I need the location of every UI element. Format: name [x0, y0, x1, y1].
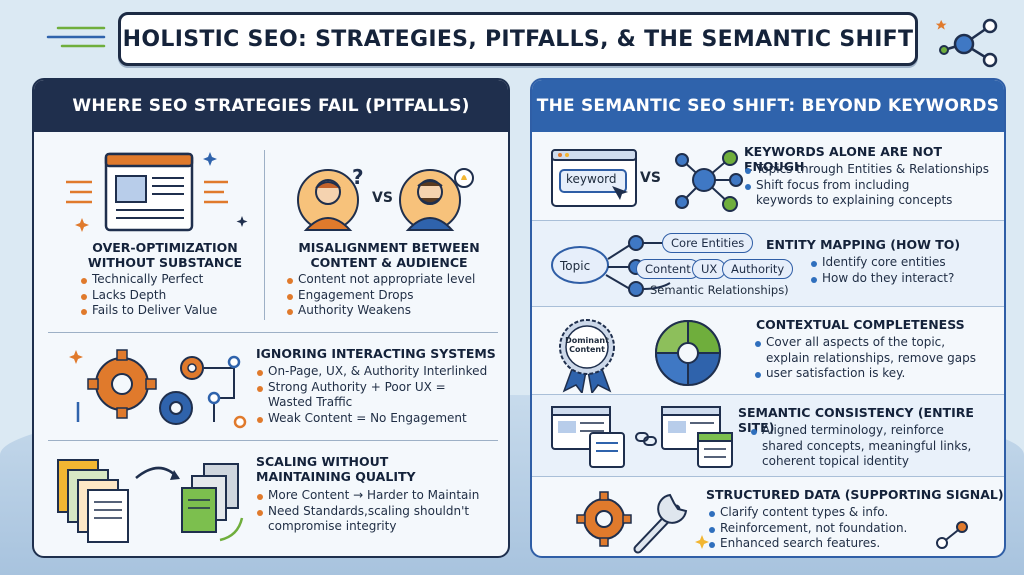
consistency-title: SEMANTIC CONSISTENCY (ENTIRE SITE) — [738, 405, 974, 435]
list-item: Content not appropriate level — [286, 272, 475, 288]
list-item: keywords to explaining concepts — [756, 193, 953, 208]
list-item: Wasted Traffic — [268, 395, 353, 410]
entity-title: ENTITY MAPPING (HOW TO) — [766, 237, 961, 252]
list-item: compromise integrity — [268, 519, 397, 534]
list-item: Reinforcement, not foundation. — [708, 521, 907, 537]
documents-illustration — [57, 459, 244, 543]
keywords-bullets: Topics through Entities & Relationships … — [744, 162, 989, 209]
badge-puzzle-illustration — [559, 319, 722, 393]
list-item: Topics through Entities & Relationships — [744, 162, 989, 178]
network-icon — [935, 18, 998, 68]
systems-title: IGNORING INTERACTING SYSTEMS — [256, 346, 496, 361]
misalignment-bullets: Content not appropriate level Engagement… — [286, 272, 475, 319]
list-item: Weak Content = No Engagement — [256, 411, 487, 427]
list-item: More Content → Harder to Maintain — [256, 488, 479, 504]
badge-text-2: Content — [569, 344, 605, 354]
list-item: Engagement Drops — [286, 288, 475, 304]
structured-title: STRUCTURED DATA (SUPPORTING SIGNAL) — [706, 487, 1004, 502]
list-item: Technically Perfect — [80, 272, 217, 288]
pitfalls-heading: WHERE SEO STRATEGIES FAIL (PITFALLS) — [34, 80, 508, 132]
vs-label: VS — [372, 190, 393, 206]
keyword-search-text: keyword — [566, 172, 617, 186]
list-item: On-Page, UX, & Authority Interlinked — [256, 364, 487, 380]
main-title-box: HOLISTIC SEO: STRATEGIES, PITFALLS, & TH… — [118, 12, 918, 66]
divider — [264, 150, 265, 320]
scaling-title-2: MAINTAINING QUALITY — [256, 469, 416, 484]
gear-wrench-illustration — [576, 491, 709, 554]
authority-pill: Authority — [722, 259, 794, 279]
semantic-relationships-label: Semantic Relationships) — [650, 283, 789, 297]
misalignment-title-1: MISALIGNMENT BETWEEN — [298, 240, 480, 255]
vs-label: VS — [640, 170, 661, 186]
badge-text-1: Dominant — [565, 336, 609, 345]
structured-row: STRUCTURED DATA (SUPPORTING SIGNAL) Clar… — [532, 476, 1004, 556]
web-page-illustration — [66, 152, 248, 232]
list-item: Strong Authority + Poor UX = — [256, 380, 487, 396]
list-item: coherent topical identity — [762, 454, 909, 469]
content-pill: Content — [636, 259, 700, 279]
gears-illustration — [69, 349, 247, 429]
svg-text:?: ? — [352, 165, 364, 189]
list-item: user satisfaction is key. — [754, 366, 976, 382]
list-item: Clarify content types & info. — [708, 505, 907, 521]
linked-pages-illustration — [551, 406, 733, 468]
entity-bullets: Identify core entities How do they inter… — [810, 255, 954, 286]
list-item: Authority Weakens — [286, 303, 475, 319]
node-link-icon — [936, 521, 968, 549]
list-item: How do they interact? — [810, 271, 954, 287]
keywords-row: keyword VS KEYWORDS ALONE ARE NOT ENOUGH… — [532, 132, 1004, 220]
list-item: Cover all aspects of the topic, — [754, 335, 976, 351]
list-item: explain relationships, remove gaps — [766, 350, 976, 365]
list-item: shared concepts, meaningful links, — [762, 438, 972, 453]
over-optimization-bullets: Technically Perfect Lacks Depth Fails to… — [80, 272, 217, 319]
list-item: Shift focus from including — [744, 178, 989, 194]
systems-bullets: On-Page, UX, & Authority Interlinked Str… — [256, 364, 487, 426]
structured-bullets: Clarify content types & info. Reinforcem… — [708, 505, 907, 552]
pitfalls-panel: WHERE SEO STRATEGIES FAIL (PITFALLS) OVE… — [32, 78, 510, 558]
misalignment-title-2: CONTENT & AUDIENCE — [310, 255, 468, 270]
list-item: Need Standards,scaling shouldn't — [256, 504, 479, 520]
list-item: Identify core entities — [810, 255, 954, 271]
list-item: Aligned terminology, reinforce — [750, 423, 971, 439]
entity-row: Topic Core Entities Content UX Authority… — [532, 220, 1004, 306]
speed-lines-icon — [46, 26, 106, 48]
scaling-bullets: More Content → Harder to Maintain Need S… — [256, 488, 479, 535]
consistency-bullets: Aligned terminology, reinforce shared co… — [750, 423, 971, 470]
contextual-row: Dominant Content CONTEXTUAL COMPLETENESS… — [532, 306, 1004, 394]
semantic-heading: THE SEMANTIC SEO SHIFT: BEYOND KEYWORDS — [532, 80, 1004, 132]
contextual-title: CONTEXTUAL COMPLETENESS — [756, 317, 965, 332]
people-illustration: ? — [297, 165, 474, 231]
core-entities-pill: Core Entities — [662, 233, 754, 253]
list-item: Enhanced search features. — [708, 536, 907, 552]
divider — [48, 440, 498, 441]
contextual-bullets: Cover all aspects of the topic, explain … — [754, 335, 976, 382]
main-title: HOLISTIC SEO: STRATEGIES, PITFALLS, & TH… — [122, 26, 914, 52]
scaling-title-1: SCALING WITHOUT — [256, 454, 389, 469]
over-optimization-title-1: OVER-OPTIMIZATION — [92, 240, 238, 255]
topic-label: Topic — [560, 259, 591, 273]
divider — [48, 332, 498, 333]
keyword-search-illustration — [551, 149, 743, 212]
list-item: Fails to Deliver Value — [80, 303, 217, 319]
semantic-panel: THE SEMANTIC SEO SHIFT: BEYOND KEYWORDS … — [530, 78, 1006, 558]
keywords-title: KEYWORDS ALONE ARE NOT ENOUGH — [744, 144, 943, 174]
list-item: Lacks Depth — [80, 288, 217, 304]
over-optimization-title-2: WITHOUT SUBSTANCE — [87, 255, 243, 270]
consistency-row: SEMANTIC CONSISTENCY (ENTIRE SITE) Align… — [532, 394, 1004, 476]
